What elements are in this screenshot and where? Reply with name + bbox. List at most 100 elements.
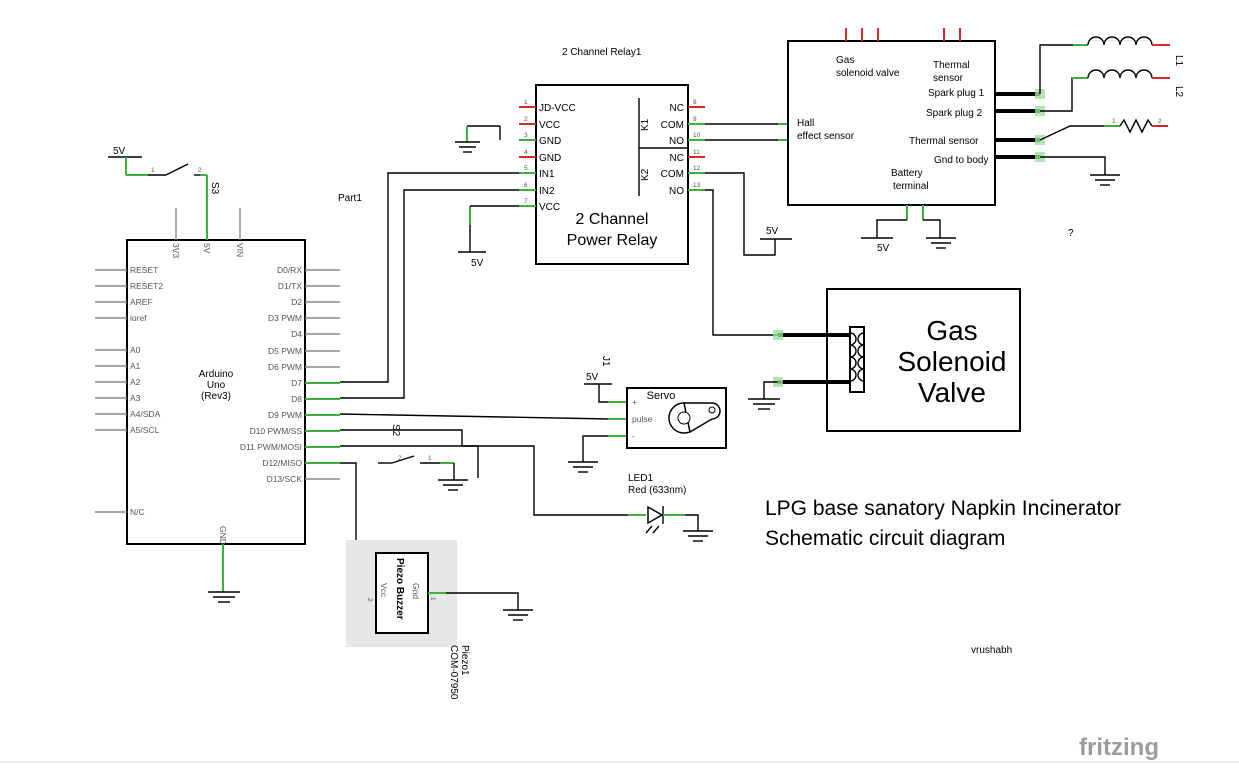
relay-right-pin-label: NC xyxy=(670,103,684,114)
ctrl-gas-valve-1: Gas xyxy=(836,55,854,66)
ctrl-spark-1: Spark plug 1 xyxy=(928,88,985,99)
arduino-left-pin-label: A5/SCL xyxy=(130,425,160,435)
ctrl-hall-2: effect sensor xyxy=(797,131,855,142)
ctrl-thermal-2: sensor xyxy=(933,73,964,84)
ctrl-battery-2: terminal xyxy=(893,181,929,192)
arduino-right-pin-label: D12/MISO xyxy=(262,458,302,468)
controller-body[interactable] xyxy=(787,40,996,206)
relay-left-pin-num: 1 xyxy=(524,99,528,106)
svg-text:1: 1 xyxy=(428,455,432,462)
arduino-name-2: Uno xyxy=(207,380,226,391)
relay-gnd-wiring xyxy=(455,125,519,253)
arduino-left-pin-label: RESET xyxy=(130,265,158,275)
piezo-pin-1: 1 xyxy=(429,597,436,601)
k2-5v-label: 5V xyxy=(766,226,779,237)
ctrl-thermal-sensor: Thermal sensor xyxy=(909,136,979,147)
relay-right-pin-label: NC xyxy=(670,153,684,164)
relay-left-pin-label: IN1 xyxy=(539,169,555,180)
servo-5v-label: 5V xyxy=(586,372,599,383)
relay-module[interactable]: 2 Channel Power Relay K1 K2 JD-VCC1VCC2G… xyxy=(519,84,705,265)
piezo-body[interactable] xyxy=(375,552,429,634)
arduino-pin-vin: VIN xyxy=(235,243,245,257)
arduino-pin-5v: 5V xyxy=(202,243,212,254)
resistor-pin-2: 2 xyxy=(1158,118,1162,125)
arduino-right-pin-label: D10 PWM/SS xyxy=(250,426,303,436)
power-5v-label: 5V xyxy=(113,146,126,157)
arduino-right-pin-label: D11 PWM/MOSI xyxy=(240,442,302,452)
controller-outputs xyxy=(995,44,1120,186)
part1-label: Part1 xyxy=(338,193,362,204)
arduino-name-3: (Rev3) xyxy=(201,391,231,402)
led-ref: LED1 xyxy=(628,473,653,484)
gas-solenoid-valve[interactable]: Gas Solenoid Valve xyxy=(773,288,1021,432)
piezo-label: Piezo Buzzer xyxy=(394,558,405,620)
relay-right-pin-label: NO xyxy=(669,136,684,147)
servo-pin-pulse: pulse xyxy=(632,414,653,424)
servo[interactable]: Servo + pulse - xyxy=(568,383,727,473)
arduino-right-pin-label: D1/TX xyxy=(278,281,302,291)
valve-label-3: Valve xyxy=(918,377,986,408)
arduino-body[interactable] xyxy=(126,239,306,545)
battery-5v-label: 5V xyxy=(877,243,890,254)
coil-l1-label: L1 xyxy=(1173,55,1184,67)
relay-k2-wiring xyxy=(705,172,792,336)
battery-wiring xyxy=(861,219,956,249)
coil-l2 xyxy=(1087,69,1170,79)
arduino-left-pin-label: A3 xyxy=(130,393,141,403)
title-line-2: Schematic circuit diagram xyxy=(765,527,1005,550)
relay-body[interactable] xyxy=(535,84,689,265)
arduino-left-pin-label: AREF xyxy=(130,297,153,307)
relay-right-pin-label: COM xyxy=(661,120,684,131)
piezo-vcc: Vcc xyxy=(379,583,389,598)
arduino-left-pin-label: A1 xyxy=(130,361,141,371)
piezo-buzzer[interactable]: Piezo Buzzer Vcc Gnd 2 1 xyxy=(346,540,533,647)
arduino-right-pin-label: D5 PWM xyxy=(268,346,302,356)
relay-k1-wiring xyxy=(705,123,788,141)
relay-5v-label: 5V xyxy=(471,258,484,269)
switch-s3[interactable]: 1 2 xyxy=(108,156,208,208)
arduino-pin-gnd: GND xyxy=(218,526,228,545)
arduino-right-pin-label: D8 xyxy=(291,394,302,404)
relay-left-pin-num: 5 xyxy=(524,165,528,172)
author-label: vrushabh xyxy=(971,645,1012,656)
coil-l2-label: L2 xyxy=(1173,86,1184,98)
arduino-left-pins: RESETRESET2AREFiorefA0A1A2A3A4/SDAA5/SCL… xyxy=(95,265,163,517)
question-mark: ? xyxy=(1068,228,1074,239)
arduino-left-pin-label: A0 xyxy=(130,345,141,355)
coil-l1 xyxy=(1087,36,1170,46)
valve-label-2: Solenoid xyxy=(898,346,1007,377)
arduino-left-pin-label: RESET2 xyxy=(130,281,163,291)
servo-ref: J1 xyxy=(600,356,611,367)
relay-right-pin-num: 11 xyxy=(693,149,700,156)
arduino-left-pin-label: A4/SDA xyxy=(130,409,161,419)
relay-right-pin-num: 9 xyxy=(693,116,697,123)
controller-module[interactable]: Gas solenoid valve Thermal sensor Spark … xyxy=(787,28,996,220)
ctrl-battery-1: Battery xyxy=(891,168,923,179)
relay-right-pin-label: COM xyxy=(661,169,684,180)
valve-label-1: Gas xyxy=(926,315,977,346)
relay-right-pin-label: NO xyxy=(669,186,684,197)
relay-body-text-2: Power Relay xyxy=(567,232,658,249)
switch-s2[interactable]: 2 1 xyxy=(378,455,468,491)
ctrl-gas-valve-2: solenoid valve xyxy=(836,68,900,79)
relay-left-pin-label: VCC xyxy=(539,202,560,213)
title-line-1: LPG base sanatory Napkin Incinerator xyxy=(765,497,1121,520)
relay-left-pin-num: 2 xyxy=(524,116,528,123)
led[interactable] xyxy=(628,505,713,542)
arduino-right-pin-label: D6 PWM xyxy=(268,362,302,372)
relay-left-pin-label: JD-VCC xyxy=(539,103,576,114)
arduino-uno[interactable]: Arduino Uno (Rev3) 3V3 5V VIN GND RESETR… xyxy=(95,208,340,592)
ctrl-thermal-1: Thermal xyxy=(933,60,970,71)
arduino-right-pin-label: D0/RX xyxy=(277,265,302,275)
relay-right-pin-num: 12 xyxy=(693,165,701,172)
arduino-right-pin-label: D7 xyxy=(291,378,302,388)
led-desc: Red (633nm) xyxy=(628,485,686,496)
arduino-pin-3v3: 3V3 xyxy=(171,243,181,258)
valve-ground xyxy=(748,381,780,410)
relay-left-pin-num: 3 xyxy=(524,132,528,139)
ctrl-spark-2: Spark plug 2 xyxy=(926,108,983,119)
